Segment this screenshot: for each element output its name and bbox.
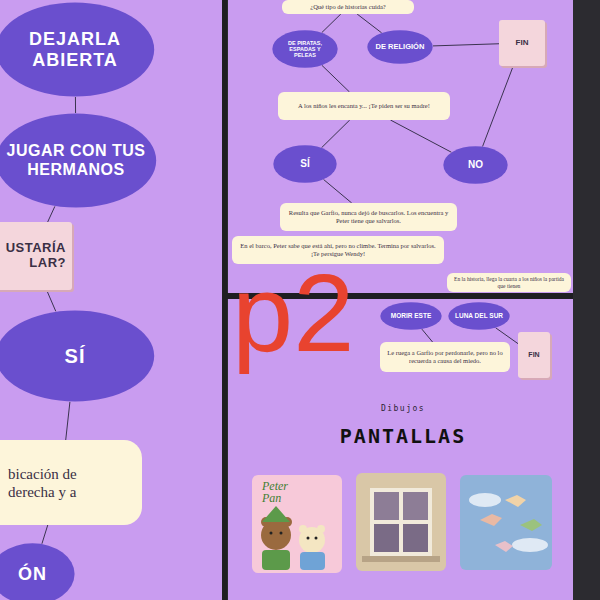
text-wrap: MORIR ESTE — [391, 312, 431, 319]
node-text: LUNA DEL SUR — [455, 312, 503, 319]
text-wrap: bicación de derecha y a — [8, 465, 118, 501]
text-wrap: En la historia, llega la cuarta a los ni… — [451, 276, 567, 289]
node-text: bicación de derecha y a — [8, 465, 118, 501]
node-text: DE PIRATAS, ESPADAS Y PELEAS — [279, 40, 330, 59]
text-wrap: FIN — [516, 38, 529, 47]
node-text: Le ruega a Garfio por perdonarle, pero n… — [386, 349, 504, 365]
text-wrap: En el barco, Peter sabe que está ahí, pe… — [238, 242, 438, 258]
connector-line — [322, 14, 341, 33]
node-text: SÍ — [65, 345, 86, 368]
page-marker: p2 — [232, 272, 354, 355]
divider-bar — [222, 0, 227, 600]
peter-pan-picture — [252, 475, 342, 573]
node-text: MORIR ESTE — [391, 312, 431, 319]
connector-line — [47, 290, 56, 311]
node-text: En el barco, Peter sabe que está ahí, pe… — [238, 242, 438, 258]
node-text: En la historia, llega la cuarta a los ni… — [451, 276, 567, 289]
node-text: SÍ — [300, 158, 309, 170]
connector-line — [324, 179, 352, 203]
connector-line — [422, 329, 433, 342]
connector-line — [433, 44, 499, 46]
choice-ellipse: JUGAR CON TUS HERMANOS — [0, 113, 157, 208]
choice-ellipse: ÓN — [0, 543, 75, 600]
text-wrap: DEJARLA ABIERTA — [3, 29, 147, 70]
text-wrap: DE PIRATAS, ESPADAS Y PELEAS — [279, 40, 330, 59]
story-box: bicación de derecha y a — [0, 440, 142, 525]
story-box: A los niños les encanta y... ¡Te piden s… — [278, 92, 450, 120]
node-text: Resulta que Garfio, nunca dejó de buscar… — [286, 209, 451, 225]
node-text: ÓN — [18, 564, 47, 585]
text-wrap: Resulta que Garfio, nunca dejó de buscar… — [286, 209, 451, 225]
choice-ellipse: DEJARLA ABIERTA — [0, 2, 155, 97]
text-wrap: ¿Qué tipo de historias cuida? — [310, 3, 385, 11]
story-box: En el barco, Peter sabe que está ahí, pe… — [232, 236, 444, 264]
node-text: ¿Qué tipo de historias cuida? — [310, 3, 385, 11]
end-box: FIN — [499, 20, 545, 66]
text-wrap: A los niños les encanta y... ¡Te piden s… — [298, 102, 430, 110]
node-text: DEJARLA ABIERTA — [3, 29, 147, 70]
connector-line — [66, 402, 70, 440]
node-text: JUGAR CON TUS HERMANOS — [3, 142, 149, 179]
window-picture — [356, 473, 446, 571]
connector-line — [483, 66, 514, 146]
text-wrap: LUNA DEL SUR — [455, 312, 503, 319]
sky-picture — [460, 475, 552, 570]
choice-ellipse: DE PIRATAS, ESPADAS Y PELEAS — [272, 30, 338, 68]
end-box: FIN — [518, 332, 550, 378]
section-title: PANTALLAS — [340, 424, 466, 448]
choice-ellipse: NO — [443, 146, 508, 184]
choice-ellipse: LUNA DEL SUR — [448, 302, 510, 330]
choice-ellipse: DE RELIGIÓN — [367, 30, 433, 64]
story-box: ¿Qué tipo de historias cuida? — [282, 0, 414, 14]
connector-line — [48, 206, 55, 222]
picture-title: Peter Pan — [262, 480, 302, 504]
connector-line — [322, 65, 350, 92]
text-wrap: USTARÍA LAR? — [0, 241, 66, 271]
text-wrap: JUGAR CON TUS HERMANOS — [3, 142, 149, 179]
section-label: Dibujos — [381, 404, 425, 413]
connector-line — [357, 14, 382, 33]
text-wrap: Le ruega a Garfio por perdonarle, pero n… — [386, 349, 504, 365]
node-text: NO — [468, 159, 483, 171]
story-box: Le ruega a Garfio por perdonarle, pero n… — [380, 342, 510, 372]
question-box: USTARÍA LAR? — [0, 222, 72, 290]
text-wrap: SÍ — [300, 158, 309, 170]
story-box: Resulta que Garfio, nunca dejó de buscar… — [280, 203, 457, 231]
choice-ellipse: SÍ — [273, 145, 337, 183]
choice-ellipse: MORIR ESTE — [380, 302, 442, 330]
choice-ellipse: SÍ — [0, 310, 155, 402]
connector-line — [322, 120, 350, 148]
node-text: USTARÍA LAR? — [0, 241, 66, 271]
node-text: DE RELIGIÓN — [376, 43, 425, 52]
node-text: FIN — [516, 38, 529, 47]
connector-line — [390, 120, 451, 152]
text-wrap: FIN — [528, 351, 539, 359]
text-wrap: NO — [468, 159, 483, 171]
story-box: En la historia, llega la cuarta a los ni… — [447, 273, 571, 292]
node-text: FIN — [528, 351, 539, 359]
connector-line — [75, 97, 76, 113]
text-wrap: DE RELIGIÓN — [376, 43, 425, 52]
connector-line — [42, 525, 48, 544]
node-text: A los niños les encanta y... ¡Te piden s… — [298, 102, 430, 110]
text-wrap: SÍ — [65, 345, 86, 368]
text-wrap: ÓN — [18, 564, 47, 585]
